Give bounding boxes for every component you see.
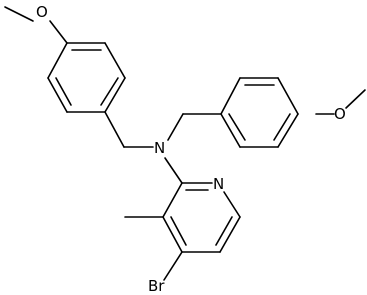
right-benzyl-ch2-bond-2 [167,113,184,141]
amine-to-pyridine-bond [164,157,183,184]
left-methoxy-group: O [4,3,68,44]
pyridine-nitrogen-label: N [213,175,224,193]
right-benzene-ring [220,77,299,148]
left-ring-double-bond-2 [100,77,119,106]
bromine-bond [163,251,183,281]
left-benzene-ring [47,42,126,113]
pyridine-bond-c6-c5 [219,216,241,253]
left-ring-bond-2 [104,42,126,79]
right-methoxy-oxygen-label: O [334,105,346,123]
right-ring-bond-5 [220,113,241,148]
left-methyl-oxygen-bond [4,6,34,22]
pyridine-double-bond-c4-c3 [170,216,187,246]
right-oxygen-methyl-bond [345,89,366,109]
pyridine-bond-n1-c6 [223,191,241,218]
pyridine-ring [162,182,241,253]
left-methoxy-oxygen-label: O [36,3,48,21]
right-ring-bond-3 [277,113,299,148]
pyridine-bond-c3-c2 [162,182,183,218]
right-ring-bond-2 [277,77,299,115]
right-ring-double-bond-3 [228,113,246,141]
left-oxygen-ring-bond [49,20,68,44]
right-ring-bond-6 [220,77,241,115]
left-benzyl-ch2-bond-1 [104,111,125,148]
pyridine-bond-c4-c3 [162,216,183,253]
left-ring-bond-3 [104,77,126,113]
left-ring-double-bond-3 [55,77,72,106]
bromine-label: Br [148,277,165,295]
left-ring-bond-5 [47,77,68,113]
right-methoxy-group: O [315,89,366,123]
right-ring-double-bond-2 [273,113,291,141]
pyridine-double-bond-c6-c5 [215,216,233,246]
left-ring-bond-6 [47,42,68,79]
amine-nitrogen-label: N [154,139,165,157]
